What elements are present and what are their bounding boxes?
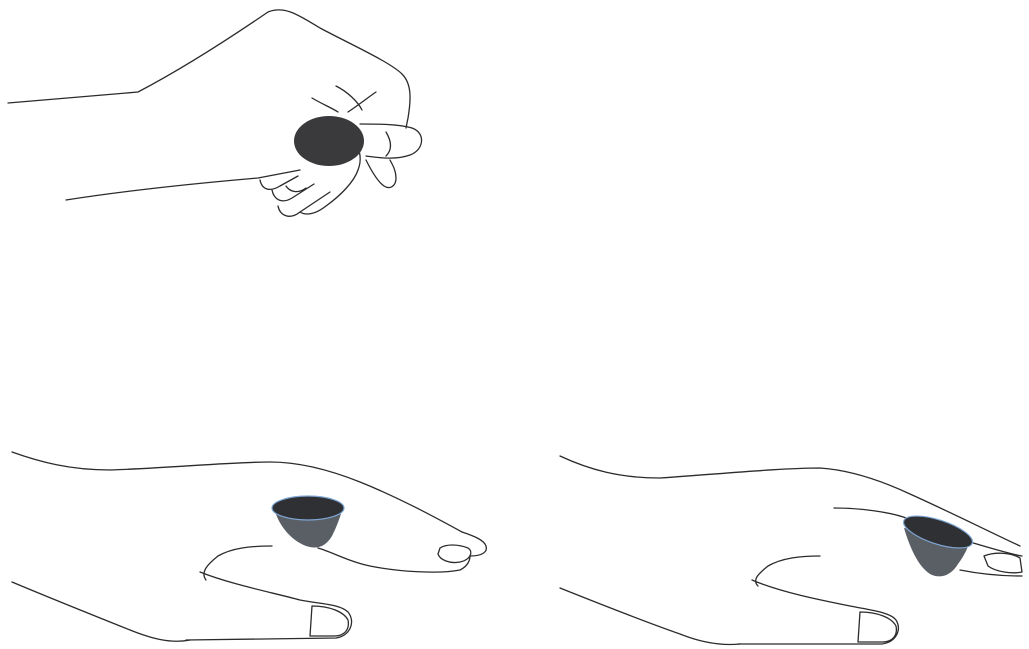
hand-flat-outline-left	[12, 452, 486, 641]
panel-bottom-right	[560, 456, 1022, 645]
ring-top-view	[294, 116, 364, 166]
panel-top-left	[8, 10, 422, 216]
ring-cone-left	[272, 496, 344, 548]
hand-fist-outline	[8, 10, 422, 216]
panel-bottom-left	[12, 452, 486, 641]
